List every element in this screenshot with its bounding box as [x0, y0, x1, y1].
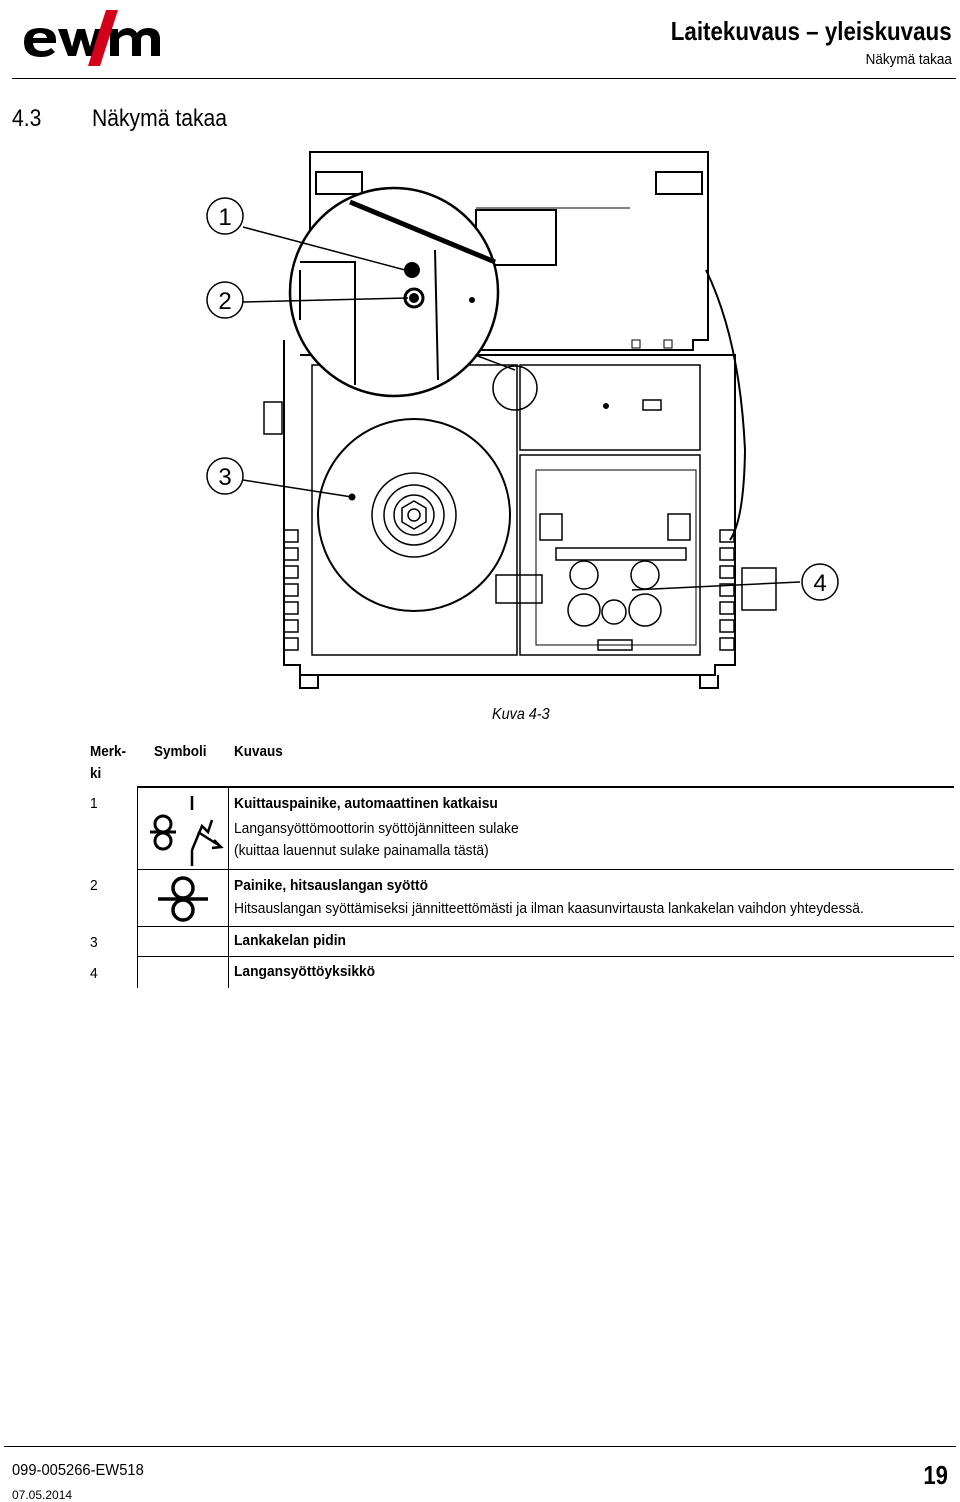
row-2-title: Painike, hitsauslangan syöttö: [234, 877, 429, 894]
table-col-divider-2: [228, 786, 229, 988]
header-rule: [12, 78, 956, 79]
header-item-line1: Merk-: [90, 743, 127, 760]
row-4-item: 4: [90, 965, 98, 982]
header-symbol: Symboli: [154, 743, 207, 760]
row-1-title: Kuittauspainike, automaattinen katkaisu: [234, 795, 498, 812]
row-2-item: 2: [90, 877, 98, 894]
footer-doc-number: 099-005266-EW518: [12, 1462, 144, 1479]
header-title: Laitekuvaus – yleiskuvaus: [671, 16, 952, 46]
row-3-title: Lankakelan pidin: [234, 932, 346, 949]
figure-caption: Kuva 4-3: [492, 706, 550, 723]
footer-date: 07.05.2014: [12, 1488, 73, 1502]
row-4-title: Langansyöttöyksikkö: [234, 963, 376, 980]
table-header-rule: [137, 786, 954, 788]
row-1-item: 1: [90, 795, 98, 812]
header-description: Kuvaus: [234, 743, 283, 760]
fuse-reset-button-icon: [150, 796, 224, 866]
section-number: 4.3: [12, 105, 42, 132]
rear-view-drawing: 1 2 3 4: [206, 151, 839, 689]
table-row-rule: [137, 926, 954, 927]
footer-page-number: 19: [923, 1460, 948, 1490]
table-row-rule: [137, 869, 954, 870]
footer-rule: [4, 1446, 956, 1447]
section-title: Näkymä takaa: [92, 105, 227, 132]
table-row-rule: [137, 956, 954, 957]
table-col-divider-1: [137, 786, 138, 988]
callout-1: 1: [218, 204, 231, 231]
callout-4: 4: [813, 570, 826, 597]
header-item-line2: ki: [90, 765, 102, 782]
callout-3: 3: [218, 464, 231, 491]
header-subtitle: Näkymä takaa: [865, 51, 952, 68]
row-3-item: 3: [90, 934, 98, 951]
row-1-line-2: Langansyöttömoottorin syöttöjännitteen s…: [234, 820, 519, 837]
row-1-line-3: (kuittaa lauennut sulake painamalla täst…: [234, 842, 489, 859]
callout-2: 2: [218, 288, 231, 315]
ewm-logo: [24, 10, 160, 66]
row-2-line-2: Hitsauslangan syöttämiseksi jännitteettö…: [234, 900, 864, 917]
wire-inching-icon: [158, 876, 208, 922]
